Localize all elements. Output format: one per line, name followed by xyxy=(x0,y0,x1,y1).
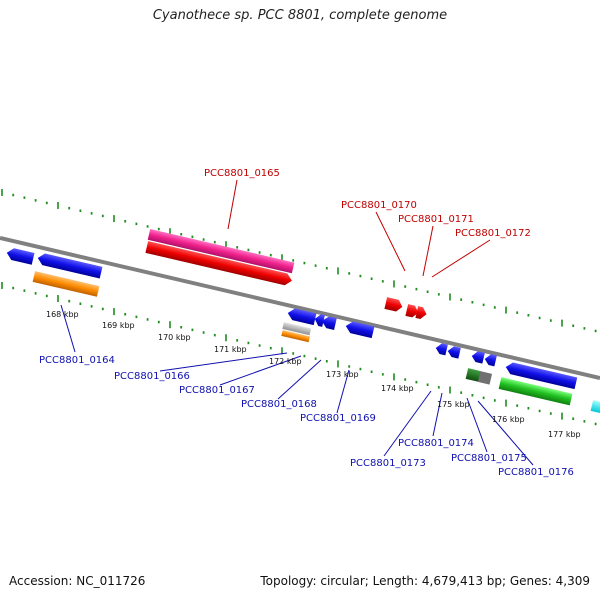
leader-0167 xyxy=(219,355,302,386)
gene-red-0165 xyxy=(145,241,292,286)
gene-label-bottom: PCC8801_0164 xyxy=(39,355,115,366)
gene-green-0176 xyxy=(498,377,573,406)
kbp-label: 176 kbp xyxy=(492,415,525,424)
gene-blue-0173a xyxy=(435,343,448,356)
kbp-label: 170 kbp xyxy=(158,333,191,342)
gene-blue-0169 xyxy=(345,321,375,339)
leader-0171 xyxy=(422,225,434,277)
tick-row-bottom xyxy=(1,282,597,426)
gene-blue-0168 xyxy=(321,316,337,330)
leader-0168 xyxy=(277,359,322,400)
gene-blue-0174a xyxy=(471,351,485,364)
leader-0175 xyxy=(466,397,488,453)
leader-0172 xyxy=(431,239,491,278)
kbp-label: 177 kbp xyxy=(548,430,581,439)
leader-0165 xyxy=(227,179,238,230)
gene-blue-0176 xyxy=(505,362,578,390)
gene-label-bottom: PCC8801_0174 xyxy=(398,438,474,449)
gene-orange-0166 xyxy=(281,330,310,343)
topology-label: Topology: circular; Length: 4,679,413 bp… xyxy=(260,574,590,588)
leader-0169 xyxy=(336,369,350,414)
gene-blue-0174b xyxy=(484,354,497,367)
gene-red-0172 xyxy=(415,306,427,319)
gene-cyan-edge xyxy=(590,400,600,415)
gene-gray-0175 xyxy=(477,371,493,385)
gene-pink-0165 xyxy=(147,229,295,274)
kbp-label: 168 kbp xyxy=(46,310,79,319)
leader-0170 xyxy=(375,211,406,272)
kbp-label: 173 kbp xyxy=(326,370,359,379)
genome-backbone xyxy=(0,236,600,380)
gene-label-bottom: PCC8801_0166 xyxy=(114,371,190,382)
page-title: Cyanothece sp. PCC 8801, complete genome xyxy=(152,8,448,23)
gene-orange-0164 xyxy=(32,271,100,297)
gene-blue-a xyxy=(6,248,35,265)
gene-red-0171 xyxy=(405,304,419,318)
leader-0164 xyxy=(60,304,76,353)
gene-darkgreen-0175 xyxy=(465,368,481,382)
leader-0174 xyxy=(432,392,443,437)
gene-label-top: PCC8801_0170 xyxy=(341,200,417,211)
gene-label-bottom: PCC8801_0173 xyxy=(350,458,426,469)
kbp-label: 172 kbp xyxy=(269,357,302,366)
leader-0176 xyxy=(477,400,534,466)
leader-0166 xyxy=(159,352,288,372)
kbp-label: 169 kbp xyxy=(102,321,135,330)
gene-label-bottom: PCC8801_0168 xyxy=(241,399,317,410)
gene-label-top: PCC8801_0172 xyxy=(455,228,531,239)
gene-blue-0166 xyxy=(287,308,317,326)
kbp-label: 175 kbp xyxy=(437,400,470,409)
kbp-label: 174 kbp xyxy=(381,384,414,393)
gene-blue-0167 xyxy=(314,314,325,327)
gene-label-bottom: PCC8801_0167 xyxy=(179,385,255,396)
gene-blue-0173b xyxy=(447,346,461,359)
gene-label-bottom: PCC8801_0175 xyxy=(451,453,527,464)
gene-gray-0166 xyxy=(282,322,312,336)
accession-label: Accession: NC_011726 xyxy=(9,574,146,588)
gene-label-bottom: PCC8801_0176 xyxy=(498,467,574,478)
gene-label-top: PCC8801_0171 xyxy=(398,214,474,225)
gene-red-0170 xyxy=(384,297,403,312)
leader-0173 xyxy=(383,390,432,457)
gene-label-top: PCC8801_0165 xyxy=(204,168,280,179)
gene-blue-b xyxy=(37,253,103,279)
gene-label-bottom: PCC8801_0169 xyxy=(300,413,376,424)
tick-row-top xyxy=(1,189,597,333)
kbp-label: 171 kbp xyxy=(214,345,247,354)
